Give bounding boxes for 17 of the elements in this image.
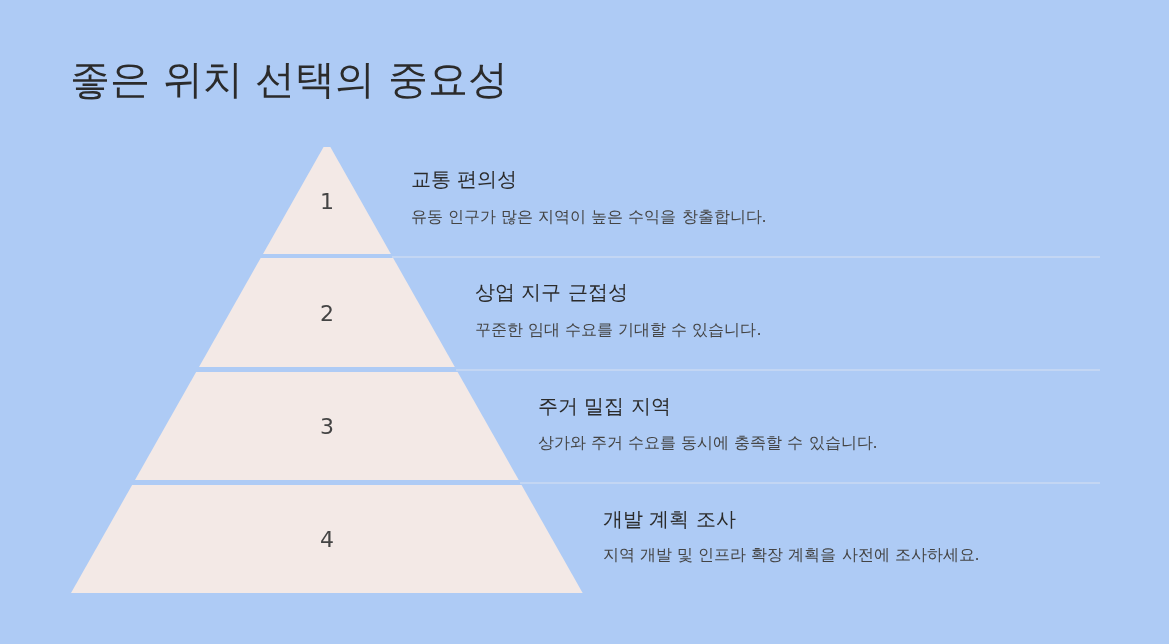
layer-heading: 개발 계획 조사 (603, 506, 736, 533)
pyramid-layer (71, 485, 583, 593)
layer-heading: 상업 지구 근접성 (475, 279, 628, 306)
layer-description: 상가와 주거 수요를 동시에 충족할 수 있습니다. (538, 433, 878, 454)
pyramid-layer (199, 258, 455, 367)
pyramid-layer (263, 147, 391, 254)
layer-description: 지역 개발 및 인프라 확장 계획을 사전에 조사하세요. (603, 545, 980, 566)
layer-description: 꾸준한 임대 수요를 기대할 수 있습니다. (475, 320, 762, 341)
title: 좋은 위치 선택의 중요성 (70, 55, 509, 104)
layer-number: 1 (320, 188, 334, 213)
layer-number: 2 (320, 300, 334, 325)
layer-number: 4 (320, 526, 334, 552)
layer-description: 유동 인구가 많은 지역이 높은 수익을 창출합니다. (411, 207, 767, 228)
layer-heading: 주거 밀집 지역 (538, 393, 671, 420)
layer-number: 3 (320, 413, 334, 439)
pyramid-layer (135, 372, 519, 480)
layer-heading: 교통 편의성 (411, 166, 518, 193)
